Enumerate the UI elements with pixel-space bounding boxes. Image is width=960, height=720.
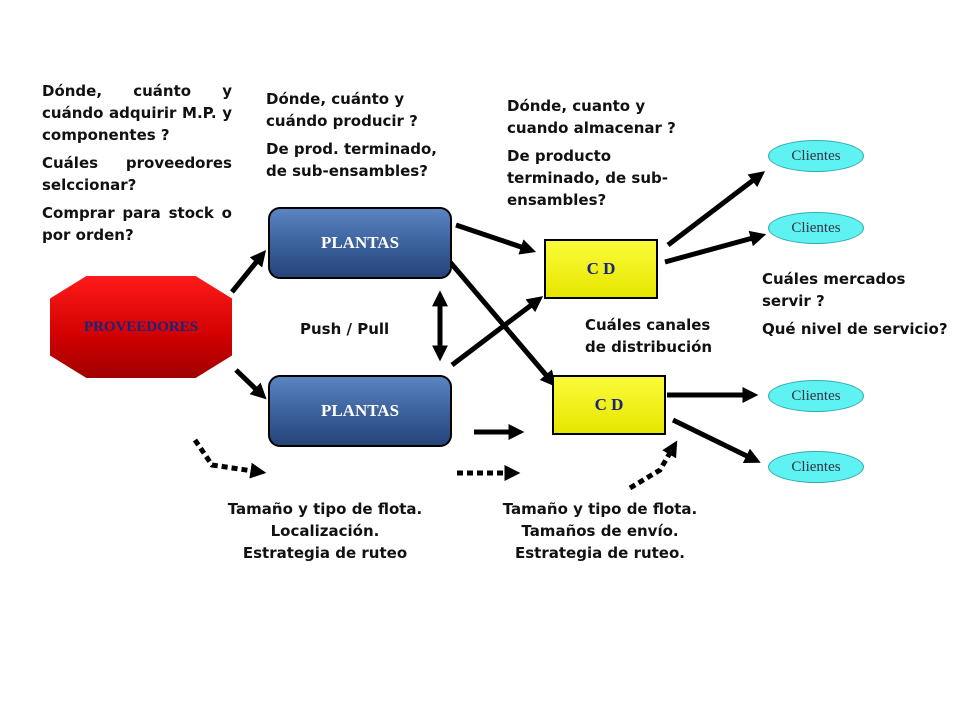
flota2-line-2: Tamaños de envío. [521, 522, 679, 540]
dotted-arrow-left [192, 438, 267, 479]
clientes-node-3: Clientes [768, 380, 864, 412]
question-adquirir: Dónde, cuánto y cuándo adquirir M.P. y c… [42, 82, 232, 144]
clientes-label-1: Clientes [791, 147, 841, 164]
clientes-node-4: Clientes [768, 451, 864, 483]
planta-label-2: PLANTAS [320, 401, 400, 420]
arrow-plant1-cd2 [448, 260, 557, 387]
flota1-line-1: Tamaño y tipo de flota. [227, 500, 423, 518]
clientes-label-4: Clientes [791, 458, 841, 475]
flota-notes-2: Tamaño y tipo de flota. Tamaños de envío… [480, 498, 720, 564]
question-mercados: Cuáles mercados servir ? [762, 270, 906, 310]
flota-notes-1: Tamaño y tipo de flota. Localización. Es… [205, 498, 445, 564]
arrow-plant1-cd1 [455, 222, 537, 255]
arrow-cd2-client4 [671, 417, 761, 463]
cd-node-2: C D [552, 375, 666, 435]
questions-mercados: Cuáles mercados servir ? Qué nivel de se… [762, 268, 952, 346]
question-comprar: Comprar para stock o por orden? [42, 204, 232, 244]
push-pull-label: Push / Pull [300, 320, 390, 338]
question-almacenar: Dónde, cuanto y cuando almacenar ? [507, 97, 676, 137]
flota1-line-2: Localización. [270, 522, 380, 540]
question-producto: De producto terminado, de sub-ensambles? [507, 147, 668, 209]
cd-label-1: C D [586, 259, 616, 278]
question-canales: Cuáles canales de distribución [585, 316, 713, 356]
arrow-prov-plant1 [230, 250, 267, 294]
question-servicio: Qué nivel de servicio? [762, 320, 948, 338]
clientes-label-2: Clientes [791, 219, 841, 236]
clientes-node-1: Clientes [768, 140, 864, 172]
arrow-cd1-client2 [664, 230, 767, 265]
clientes-node-2: Clientes [768, 212, 864, 244]
question-terminado: De prod. terminado, de sub-ensambles? [266, 140, 437, 180]
cd-label-2: C D [594, 395, 624, 414]
question-producir: Dónde, cuánto y cuándo producir ? [266, 90, 418, 130]
flota2-line-3: Estrategia de ruteo. [515, 544, 685, 562]
planta-label-1: PLANTAS [320, 233, 400, 252]
dotted-arrow-right [628, 440, 678, 491]
flota2-line-1: Tamaño y tipo de flota. [502, 500, 698, 518]
questions-cd: Dónde, cuanto y cuando almacenar ? De pr… [507, 95, 677, 217]
arrow-prov-plant2 [234, 368, 267, 400]
proveedores-label: PROVEEDORES [83, 318, 199, 335]
questions-plantas: Dónde, cuánto y cuándo producir ? De pro… [266, 88, 441, 188]
planta-node-1: PLANTAS [268, 207, 452, 279]
cd-node-1: C D [544, 239, 658, 299]
clientes-label-3: Clientes [791, 387, 841, 404]
questions-proveedores: Dónde, cuánto y cuándo adquirir M.P. y c… [42, 80, 232, 252]
question-proveedores: Cuáles proveedores selccionar? [42, 154, 232, 194]
proveedores-node: PROVEEDORES [50, 276, 232, 378]
arrow-plant2-cd1 [450, 296, 544, 367]
planta-node-2: PLANTAS [268, 375, 452, 447]
arrow-cd1-client1 [666, 171, 766, 247]
flota1-line-3: Estrategia de ruteo [242, 544, 408, 562]
